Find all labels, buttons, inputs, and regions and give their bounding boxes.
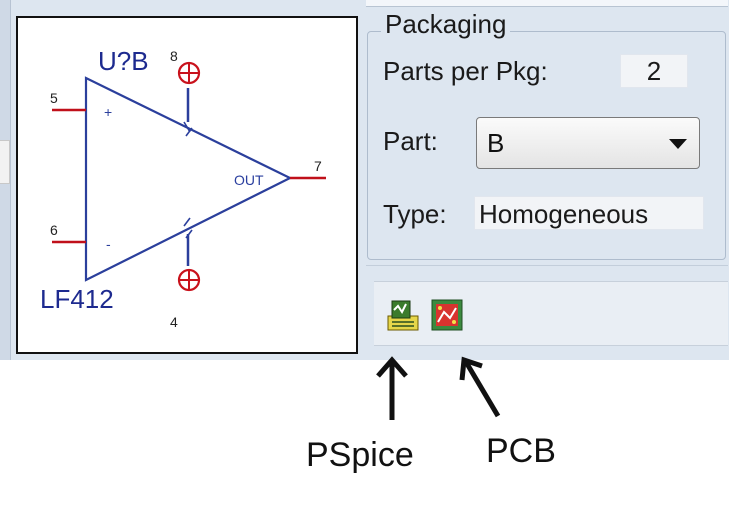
section-divider [366,265,728,266]
pcb-footprint-icon[interactable] [430,298,464,332]
pspice-model-icon[interactable] [386,298,420,332]
vplus-glyph [183,121,193,137]
pin-number-4: 4 [170,314,178,330]
part-name: LF412 [40,284,114,314]
power-marker-bottom [177,268,201,292]
minus-sign: - [106,236,111,252]
plus-sign: + [104,104,113,120]
vminus-glyph [183,217,193,239]
pin-number-7: 7 [314,158,322,174]
pspice-annotation: PSpice [306,436,414,474]
power-marker-top [177,61,201,85]
part-select-value: B [487,128,505,158]
parts-per-pkg-value: 2 [620,54,688,88]
pin-number-5: 5 [50,90,58,106]
packaging-title: Packaging [381,9,511,40]
parts-per-pkg-label: Parts per Pkg: [383,56,548,86]
pin-number-6: 6 [50,222,58,238]
part-preview: U?B LF412 OUT 5 6 7 8 4 + - [16,16,358,354]
pcb-annotation: PCB [486,432,556,470]
left-collapse-tab[interactable] [0,140,10,184]
pcb-arrow [459,356,501,418]
reference-designator: U?B [98,46,149,76]
output-label: OUT [234,172,264,188]
part-select[interactable]: B [476,117,700,169]
pin-number-8: 8 [170,48,178,64]
top-edge-strip [366,0,728,7]
pspice-arrow [376,356,408,420]
part-label: Part: [383,126,438,156]
opamp-symbol [52,61,326,292]
type-label: Type: [383,199,447,229]
chevron-down-icon [669,139,687,149]
type-value: Homogeneous [474,196,704,230]
model-toolbar [374,281,728,346]
